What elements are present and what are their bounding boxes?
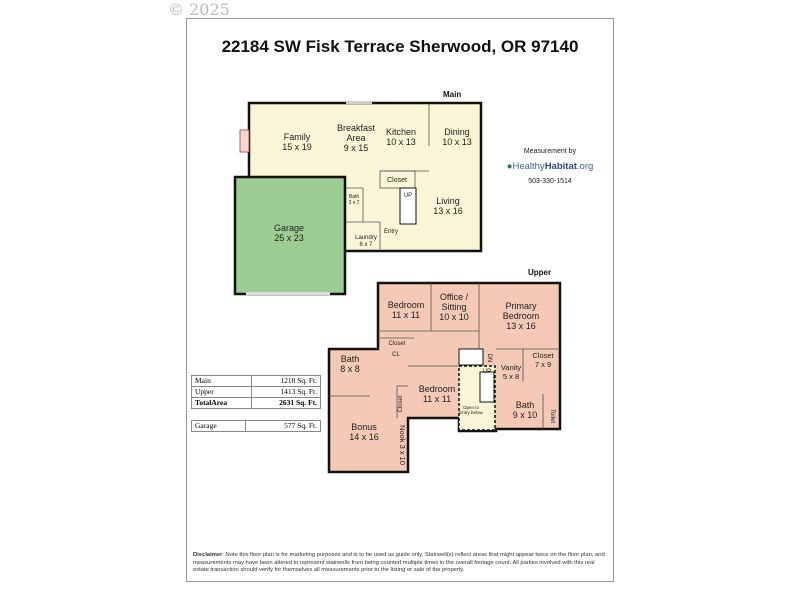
room-label: Primary [506, 301, 537, 311]
fireplace-icon [239, 129, 250, 153]
room-label: Bedroom [503, 311, 540, 321]
measurement-phone: 503-330-1514 [528, 178, 572, 185]
window [346, 101, 372, 104]
level-label-upper: Upper [528, 268, 551, 277]
room-label: Closet [532, 351, 554, 360]
level-label-main: Main [443, 90, 461, 99]
stairs-icon [399, 187, 417, 225]
room-label: 14 x 16 [349, 432, 379, 442]
room-label: Open to [463, 405, 480, 410]
room-label: 7 x 9 [535, 360, 551, 369]
logo-text-a: Healthy [512, 161, 545, 172]
room-label: Kitchen [386, 127, 416, 137]
room-label: 10 x 10 [439, 312, 469, 322]
disclaimer-text: : Note this floor plan is for marketing … [193, 552, 605, 573]
room-label: 11 x 11 [423, 394, 451, 404]
measurement-credit: Measurement by ●HealthyHabitat.org 503-3… [500, 148, 600, 185]
room-label: 10 x 13 [442, 137, 472, 147]
globe-icon: ● [506, 161, 513, 172]
room-label: Bath [349, 194, 360, 200]
room-label: Office / [440, 292, 469, 302]
room-label: Area [346, 133, 365, 143]
room-label: Bonus [351, 422, 377, 432]
copyright-watermark: © 2025 [168, 0, 230, 19]
room-label: Breakfast [337, 123, 376, 133]
room-label: 5 x 8 [503, 372, 519, 381]
garage: Garage 25 x 23 [233, 175, 347, 296]
room-label: Laundry [355, 235, 377, 241]
area-label: TotalArea [190, 397, 253, 409]
area-value: 577 Sq. Ft. [244, 420, 322, 432]
room-label: Toilet [549, 409, 555, 423]
area-value: 2631 Sq. Ft. [251, 397, 321, 409]
room-label: 9 x 15 [344, 143, 369, 153]
room-label: 13 x 16 [506, 321, 536, 331]
disclaimer: Disclaimer: Note this floor plan is for … [193, 552, 608, 575]
room-label: 10 x 13 [386, 137, 416, 147]
logo-text-b: Habitat [544, 161, 577, 172]
room-label: Bath [341, 354, 360, 364]
room-label: Vanity [501, 363, 522, 372]
room-label: Closet [388, 341, 405, 347]
area-label: Garage [191, 420, 246, 432]
room-label: Entry below [459, 410, 483, 415]
room-label: Sitting [441, 302, 466, 312]
room-label: Garage [274, 223, 304, 233]
room-label: Bedroom [388, 300, 425, 310]
room-label: 3 x 7 [349, 200, 360, 206]
room-label: Living [436, 196, 460, 206]
room-label: UP [483, 369, 491, 375]
area-label: Upper [190, 386, 253, 398]
floor-plan-sheet [186, 18, 614, 582]
room-label: 11 x 11 [392, 310, 420, 320]
room-label: Closet [398, 395, 404, 412]
measurement-label: Measurement by [523, 148, 577, 155]
room-label: 6 x 7 [359, 242, 373, 248]
room-label: UP [404, 193, 412, 199]
room-label: 15 x 19 [282, 142, 312, 152]
room-label: DN [486, 354, 492, 363]
page-title: 22184 SW Fisk Terrace Sherwood, OR 97140 [221, 37, 579, 56]
area-label: Main [190, 375, 253, 387]
room-label: Dining [444, 127, 470, 137]
room-label: 9 x 10 [513, 410, 538, 420]
disclaimer-label: Disclaimer [193, 552, 223, 558]
room-label: 13 x 16 [433, 206, 463, 216]
room-label: Bath [516, 400, 535, 410]
room-label: Family [284, 132, 311, 142]
room-label: Closet [387, 177, 407, 184]
room-label: Bedroom [419, 384, 456, 394]
healthy-habitat-logo: ●HealthyHabitat.org [500, 161, 600, 172]
room-label: 8 x 8 [340, 364, 360, 374]
room-label: 25 x 23 [274, 233, 304, 243]
stairs-down-icon [458, 348, 484, 366]
room-label: Entry [384, 229, 398, 235]
logo-text-c: .org [576, 161, 594, 172]
room-label: Nook 3 x 10 [398, 425, 407, 465]
area-value: 1413 Sq. Ft. [251, 386, 321, 398]
room-label: CL [392, 352, 400, 358]
stairs-up-icon [479, 371, 495, 403]
upper-floor: Bedroom 11 x 11 Office / Sitting 10 x 10… [327, 281, 562, 474]
area-value: 1218 Sq. Ft. [251, 375, 321, 387]
